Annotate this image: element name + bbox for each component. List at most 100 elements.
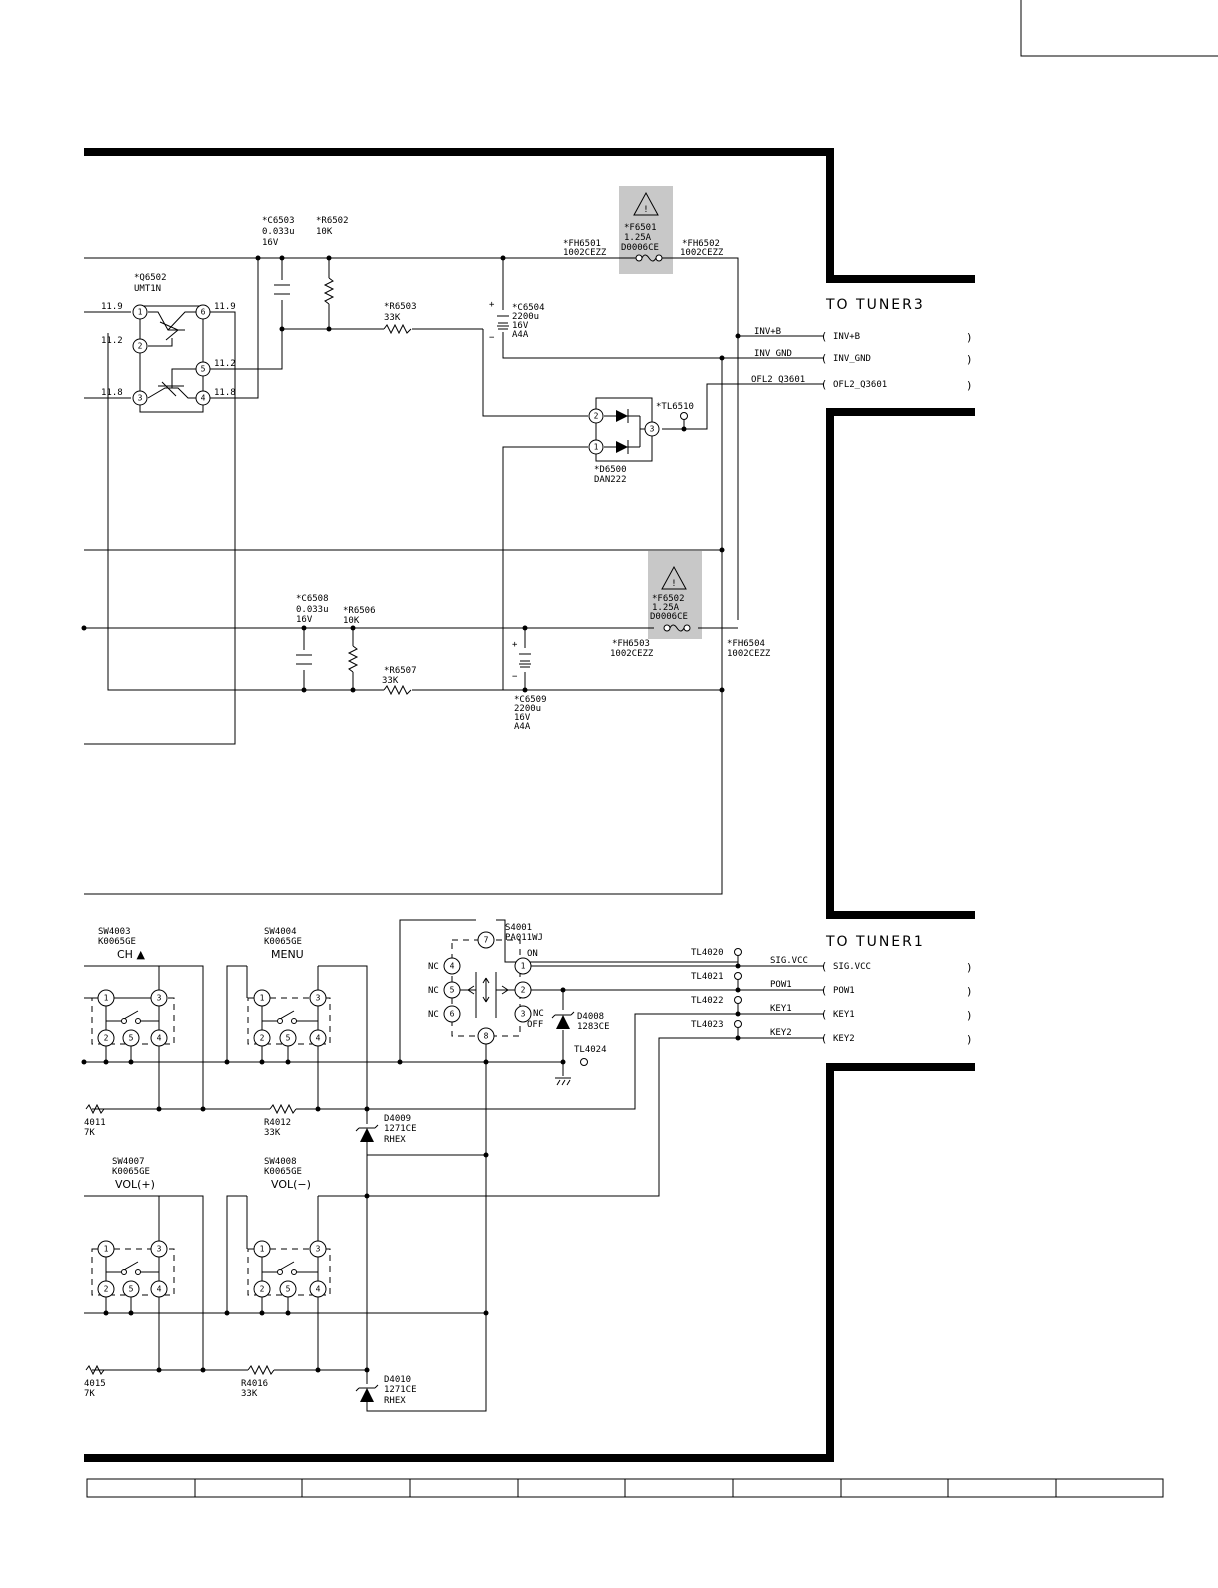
connector-bracket: ( xyxy=(822,352,826,365)
r6502-resistor: *R6502 10K xyxy=(316,216,349,305)
c6503-ref: *C6503 xyxy=(262,216,295,226)
switch-pin xyxy=(309,1029,327,1047)
sw4007-part: K0065GE xyxy=(112,1167,150,1177)
r4015-value: 7K xyxy=(84,1389,95,1399)
c6504-type: A4A xyxy=(512,330,529,340)
s4001-pin-label: 1 xyxy=(521,962,526,971)
sw4004-ref: SW4004 xyxy=(264,927,297,937)
q6502-voltage: 11.9 xyxy=(214,302,236,312)
warning-icon: ! xyxy=(633,191,659,216)
r4011-resistor: 4011 7K xyxy=(84,1103,106,1138)
fh6502-ref: *FH6502 xyxy=(682,239,720,249)
fh6503-ref: *FH6503 xyxy=(612,639,650,649)
s4001-on-label: ON xyxy=(527,949,538,959)
s4001-pin-label: 3 xyxy=(521,1010,526,1019)
r4016-resistor: R4016 33K xyxy=(241,1364,275,1399)
fh6503-part: 1002CEZZ xyxy=(610,649,654,659)
r6506-resistor: *R6506 10K xyxy=(343,606,376,673)
q6502-pin xyxy=(132,338,148,354)
tl6510-test-point xyxy=(680,412,688,420)
q6502-pin xyxy=(195,304,211,320)
f6502-fuse: *F6502 1.25A D0006CE xyxy=(650,594,691,632)
s4001-nc-label: NC xyxy=(428,986,439,996)
switch-pin xyxy=(122,1280,140,1298)
s4001-pin-label: 8 xyxy=(484,1032,489,1041)
q6502-pin-label: 6 xyxy=(201,308,206,317)
sw4008-label: VOL(−) xyxy=(271,1178,311,1191)
q6502-pin-label: 2 xyxy=(138,342,143,351)
r6506-value: 10K xyxy=(343,616,360,626)
d4009-type: RHEX xyxy=(384,1135,406,1145)
ground-icon xyxy=(555,1077,571,1086)
switch-pin xyxy=(309,989,327,1007)
switch-pin-label: 3 xyxy=(157,1245,162,1254)
tl6510-ref: *TL6510 xyxy=(656,402,694,412)
d4010-part: 1271CE xyxy=(384,1385,417,1395)
r6506-ref: *R6506 xyxy=(343,606,376,616)
tuner1-connector: TO TUNER1 SIG.VCC POW1 KEY1 KEY2 ( ( ( (… xyxy=(770,934,971,1046)
sw4003-label: CH ▲ xyxy=(117,948,145,961)
switch-pin-label: 4 xyxy=(316,1034,321,1043)
connector-bracket: ) xyxy=(967,331,971,344)
r4011-ref: 4011 xyxy=(84,1118,106,1128)
s4001-pin-label: 4 xyxy=(450,962,455,971)
net-label-inv-gnd: INV_GND xyxy=(754,349,792,359)
f6501-fuse: *F6501 1.25A D0006CE xyxy=(621,223,663,262)
q6502-transistor: 1 2 3 4 5 6 *Q6502 UMT1N 11.9 11.2 11.8 … xyxy=(101,273,236,413)
c6504-capacitor: + − *C6504 2200u 16V A4A xyxy=(489,300,545,343)
s4001-switch: 7 4 5 6 1 2 3 8 NC NC NC NC ON OFF S4001… xyxy=(428,923,544,1045)
s4001-pin-label: 6 xyxy=(450,1010,455,1019)
warning-mark: ! xyxy=(643,205,648,215)
fh6504-part: 1002CEZZ xyxy=(727,649,771,659)
key-section-wiring xyxy=(84,919,824,1412)
r4012-ref: R4012 xyxy=(264,1118,291,1128)
s4001-part: PA011WJ xyxy=(505,933,543,943)
d4009-ref: D4009 xyxy=(384,1114,411,1124)
q6502-part: UMT1N xyxy=(134,284,161,294)
switch-pin-label: 2 xyxy=(104,1034,109,1043)
warning-icon: ! xyxy=(661,565,687,590)
c6504-value: 2200u xyxy=(512,312,539,322)
f6501-rating: 1.25A xyxy=(624,233,652,243)
c6504-ref: *C6504 xyxy=(512,303,545,313)
s4001-pin xyxy=(443,957,461,975)
warning-mark: ! xyxy=(671,579,676,589)
sw4003-part: K0065GE xyxy=(98,937,136,947)
q6502-pin xyxy=(195,390,211,406)
tuner3-pin: INV_GND xyxy=(833,354,871,364)
s4001-off-label: OFF xyxy=(527,1020,543,1030)
sw4007-label: VOL(+) xyxy=(115,1178,155,1191)
connector-bracket: ( xyxy=(822,1032,826,1045)
tl4023-test-point xyxy=(734,1020,742,1028)
switch-pin xyxy=(150,1280,168,1298)
r4011-value: 7K xyxy=(84,1128,95,1138)
q6502-pin xyxy=(195,361,211,377)
connector-bracket: ( xyxy=(822,1008,826,1021)
f6501-ref: *F6501 xyxy=(624,223,657,233)
c6509-volt: 16V xyxy=(514,713,531,723)
c6504-volt: 16V xyxy=(512,321,529,331)
sw4003-switch: 1 3 2 5 4 SW4003 K0065GE CH ▲ xyxy=(84,927,175,1109)
switch-pin-label: 5 xyxy=(129,1034,134,1043)
f6502-safety-area xyxy=(648,551,702,639)
d6500-pin xyxy=(588,439,604,455)
s4001-pin xyxy=(443,1005,461,1023)
sw4008-ref: SW4008 xyxy=(264,1157,297,1167)
q6502-pin-label: 1 xyxy=(138,308,143,317)
connector-bracket: ( xyxy=(822,330,826,343)
c6509-plus: + xyxy=(512,640,518,650)
c6503-value: 0.033u xyxy=(262,227,295,237)
r6507-ref: *R6507 xyxy=(384,666,417,676)
tl4021-ref: TL4021 xyxy=(691,972,724,982)
tuner1-pin: KEY2 xyxy=(833,1034,855,1044)
q6502-pin-label: 3 xyxy=(138,394,143,403)
switch-pin-label: 1 xyxy=(260,1245,265,1254)
switch-pin xyxy=(97,1240,115,1258)
s4001-pin xyxy=(477,931,495,949)
switch-pin-label: 2 xyxy=(260,1285,265,1294)
d6500-pin-label: 1 xyxy=(594,443,599,452)
r4012-resistor: R4012 33K xyxy=(264,1103,297,1138)
fh6501-ref: *FH6501 xyxy=(563,239,601,249)
switch-pin xyxy=(97,1029,115,1047)
s4001-pin-label: 7 xyxy=(484,936,489,945)
